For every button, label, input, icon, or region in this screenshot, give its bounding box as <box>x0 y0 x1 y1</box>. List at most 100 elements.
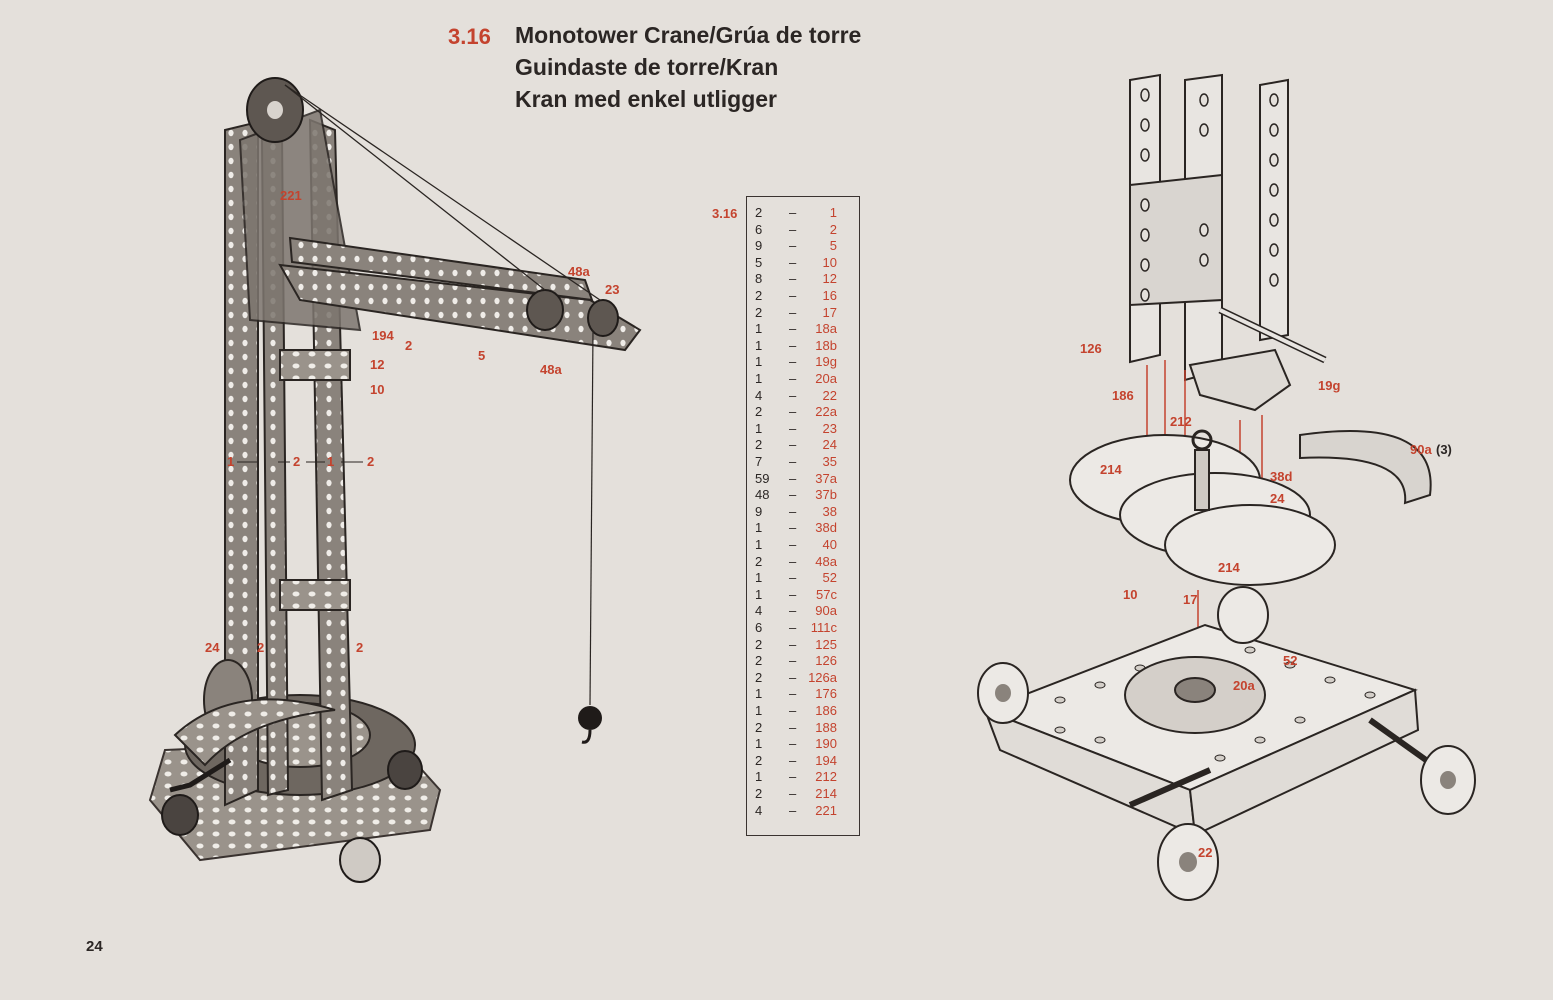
page-number: 24 <box>86 938 103 955</box>
part-quantity: 1 <box>755 736 763 752</box>
dash-separator: – <box>789 669 797 685</box>
callout-10: 10 <box>370 382 385 397</box>
part-quantity: 1 <box>755 570 763 586</box>
callout-23: 23 <box>605 282 620 297</box>
part-number: 24 <box>822 437 837 453</box>
callout-48a-top: 48a <box>568 264 590 279</box>
part-quantity: 2 <box>755 669 763 685</box>
parts-list-row: 1–190 <box>747 736 861 753</box>
part-number: 37b <box>815 487 837 503</box>
parts-list-row: 1–23 <box>747 421 861 438</box>
parts-list-row: 7–35 <box>747 454 861 471</box>
part-quantity: 4 <box>755 387 763 403</box>
callout-214-bottom: 214 <box>1218 560 1240 575</box>
part-number: 18b <box>815 337 837 353</box>
dash-separator: – <box>789 470 797 486</box>
callout-2-low-right: 2 <box>356 640 364 655</box>
part-number: 214 <box>815 786 837 801</box>
parts-list-row: 4–22 <box>747 388 861 405</box>
callout-24: 24 <box>205 640 220 655</box>
parts-list-row: 1–19g <box>747 354 861 371</box>
dash-separator: – <box>789 437 797 453</box>
part-number: 111c <box>810 620 837 635</box>
callout-126: 126 <box>1080 341 1102 356</box>
part-quantity: 2 <box>755 636 763 652</box>
dash-separator: – <box>789 487 797 503</box>
parts-list-row: 1–40 <box>747 537 861 554</box>
part-number: 16 <box>822 288 837 303</box>
parts-list-row: 1–212 <box>747 769 861 786</box>
part-number: 221 <box>815 802 837 818</box>
part-quantity: 1 <box>755 769 763 785</box>
parts-list-row: 1–57c <box>747 587 861 604</box>
callout-90a-quantity: (3) <box>1436 442 1452 457</box>
parts-list-row: 1–52 <box>747 570 861 587</box>
callout-5: 5 <box>478 348 486 363</box>
part-quantity: 2 <box>755 553 763 569</box>
callout-221: 221 <box>280 188 302 203</box>
callout-212: 212 <box>1170 414 1192 429</box>
parts-list-row: 2–48a <box>747 554 861 571</box>
part-number: 10 <box>822 254 837 270</box>
part-number: 194 <box>815 752 837 768</box>
parts-list-row: 1–38d <box>747 520 861 537</box>
parts-list-row: 4–221 <box>747 803 861 820</box>
parts-list-row: 48–37b <box>747 487 861 504</box>
parts-list-row: 6–111c <box>747 620 861 637</box>
dash-separator: – <box>789 719 797 735</box>
part-quantity: 2 <box>755 304 763 320</box>
parts-list-row: 4–90a <box>747 603 861 620</box>
callout-10-detail: 10 <box>1123 587 1138 602</box>
dash-separator: – <box>789 769 797 785</box>
dash-separator: – <box>789 404 797 420</box>
part-quantity: 6 <box>755 221 763 237</box>
part-quantity: 2 <box>755 719 763 735</box>
callout-186: 186 <box>1112 388 1134 403</box>
parts-list-row: 1–186 <box>747 703 861 720</box>
part-number: 22a <box>815 404 837 420</box>
callout-2-arm: 2 <box>405 338 413 353</box>
dash-separator: – <box>789 238 797 254</box>
part-number: 23 <box>822 420 837 436</box>
parts-list-row: 2–1 <box>747 205 861 222</box>
dash-separator: – <box>789 271 797 287</box>
callout-19g: 19g <box>1318 378 1341 393</box>
callout-24-detail: 24 <box>1270 491 1285 506</box>
parts-list-row: 2–16 <box>747 288 861 305</box>
dash-separator: – <box>789 454 797 469</box>
dash-separator: – <box>789 337 797 353</box>
parts-list-row: 9–38 <box>747 504 861 521</box>
callout-2-low-left: 2 <box>257 640 265 655</box>
part-quantity: 9 <box>755 503 763 519</box>
dash-separator: – <box>789 354 797 370</box>
dash-separator: – <box>789 205 797 220</box>
callout-1-left: 1 <box>227 454 235 469</box>
dash-separator: – <box>789 686 797 702</box>
part-number: 186 <box>815 703 837 718</box>
part-quantity: 1 <box>755 586 763 602</box>
dash-separator: – <box>789 786 797 801</box>
part-quantity: 2 <box>755 752 763 768</box>
part-quantity: 9 <box>755 238 763 254</box>
part-quantity: 7 <box>755 454 763 469</box>
part-quantity: 2 <box>755 205 763 220</box>
part-number: 176 <box>815 686 837 702</box>
parts-list-row: 2–126 <box>747 653 861 670</box>
part-number: 57c <box>816 586 837 602</box>
part-number: 37a <box>815 470 837 486</box>
parts-list-row: 9–5 <box>747 238 861 255</box>
dash-separator: – <box>789 503 797 519</box>
dash-separator: – <box>789 603 797 619</box>
part-number: 188 <box>815 719 837 735</box>
parts-list-row: 5–10 <box>747 255 861 272</box>
part-number: 125 <box>815 636 837 652</box>
model-number: 3.16 <box>448 24 491 49</box>
part-quantity: 2 <box>755 653 763 669</box>
callout-38d: 38d <box>1270 469 1293 484</box>
parts-list-row: 1 – 18b <box>747 338 861 355</box>
part-quantity: 1 <box>755 337 763 353</box>
dash-separator: – <box>789 304 797 320</box>
part-quantity: 1 <box>755 703 763 718</box>
part-number: 40 <box>822 537 837 552</box>
